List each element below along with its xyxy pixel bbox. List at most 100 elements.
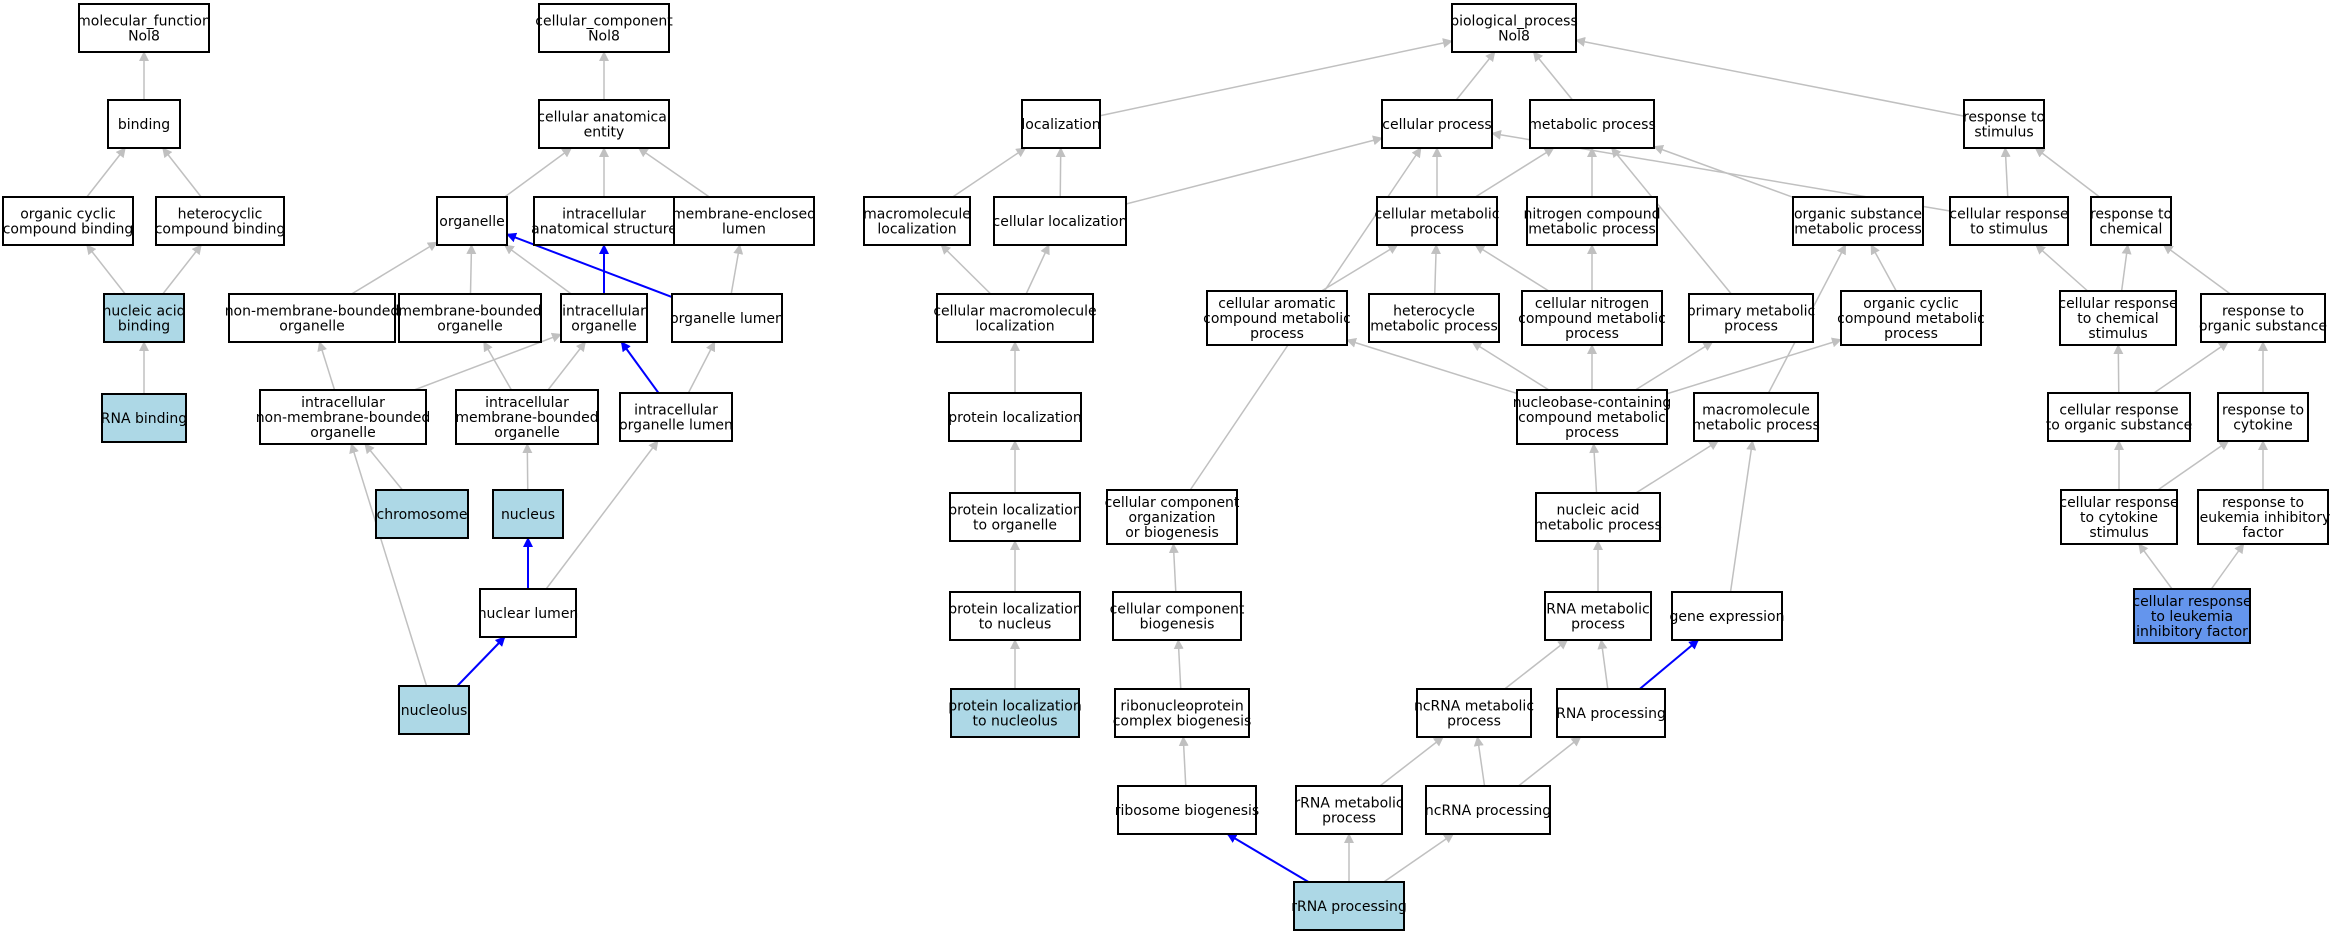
edge-rtc-to-rts: [2034, 147, 2101, 198]
node-box: [1381, 99, 1493, 149]
node-loc[interactable]: localization: [1021, 99, 1101, 149]
node-box: [673, 196, 815, 246]
node-chromosome[interactable]: chromosome: [375, 489, 469, 539]
node-cp[interactable]: cellular process: [1381, 99, 1493, 149]
node-box: [1416, 688, 1532, 738]
node-label-line: intracellular: [301, 395, 385, 411]
node-rnap[interactable]: RNA processing: [1556, 688, 1666, 738]
node-label-line: ncRNA metabolic: [1414, 699, 1534, 715]
node-ol[interactable]: organelle lumen: [670, 293, 784, 343]
node-box: [101, 393, 187, 443]
edge-nccmp-to-pmp: [1634, 341, 1714, 391]
node-label-line: cellular response: [2058, 296, 2177, 312]
node-rrnap[interactable]: rRNA processing: [1291, 881, 1407, 931]
node-rb[interactable]: ribosome biogenesis: [1115, 785, 1259, 835]
node-ncrnap[interactable]: ncRNA processing: [1425, 785, 1551, 835]
node-binding[interactable]: binding: [107, 99, 181, 149]
node-box: [436, 196, 508, 246]
node-cl[interactable]: cellular localization: [993, 196, 1128, 246]
node-pl[interactable]: protein localization: [948, 392, 1082, 442]
edge-cmp-to-mp: [1474, 147, 1555, 198]
node-label-line: molecular_function: [77, 14, 211, 30]
node-label-line: complex biogenesis: [1113, 714, 1252, 730]
node-box: [1106, 489, 1238, 545]
node-box: [560, 293, 648, 343]
edge-nucleolus-to-inmbo: [349, 443, 428, 687]
node-label-line: cytokine: [2233, 418, 2293, 434]
node-label-line: intracellular: [562, 304, 646, 320]
edge-pmp-to-mp: [1611, 147, 1732, 295]
node-inmbo[interactable]: intracellularnon-membrane-boundedorganel…: [256, 389, 431, 445]
node-box: [375, 489, 469, 539]
node-organelle[interactable]: organelle: [436, 196, 508, 246]
node-label-line: metabolic process: [1794, 222, 1922, 238]
node-box: [949, 492, 1081, 542]
edge-cml-to-ml: [940, 244, 992, 295]
node-nucleus[interactable]: nucleus: [492, 489, 564, 539]
node-mp[interactable]: metabolic process: [1528, 99, 1656, 149]
edge-organelle-to-cae: [504, 147, 573, 198]
edge-cp-to-bp: [1455, 51, 1496, 101]
node-label-line: response to: [2222, 304, 2304, 320]
node-label-line: cellular localization: [993, 214, 1128, 230]
node-box: [1671, 591, 1783, 641]
node-box: [1451, 3, 1577, 53]
node-label-line: organic cyclic: [1863, 296, 1959, 312]
node-nl[interactable]: nuclear lumen: [478, 588, 579, 638]
node-rnab[interactable]: RNA binding: [101, 393, 187, 443]
node-label-line: factor: [2242, 525, 2283, 541]
edge-nccmp-to-hmp: [1471, 341, 1550, 391]
node-ge[interactable]: gene expression: [1670, 591, 1785, 641]
edge-ncrnamp-to-rnamp: [1504, 639, 1569, 690]
node-box: [398, 685, 470, 735]
node-label-line: stimulus: [2089, 525, 2148, 541]
node-nucleolus[interactable]: nucleolus: [398, 685, 470, 735]
